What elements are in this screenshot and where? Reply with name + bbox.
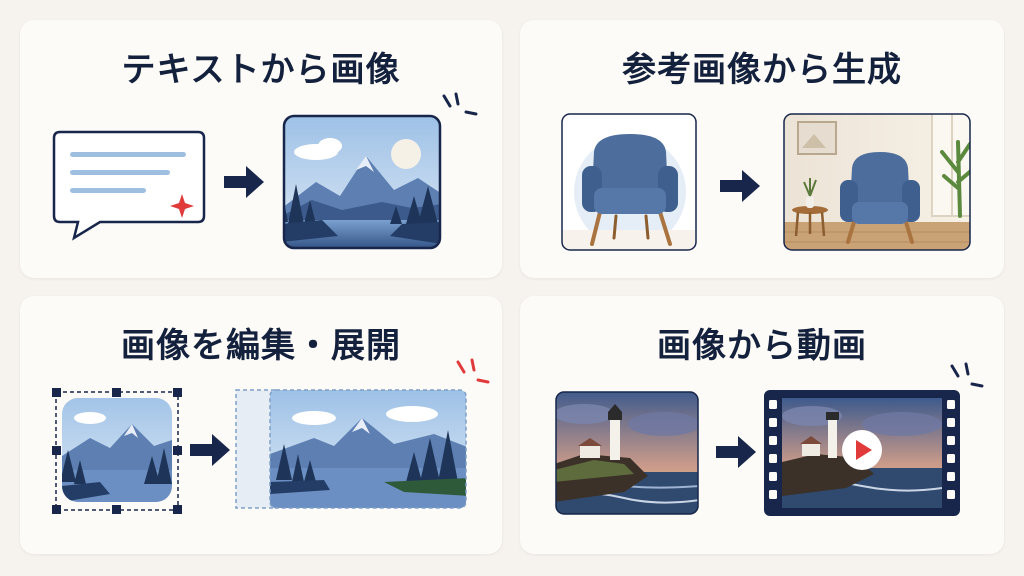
speech-bubble-icon [52,130,206,241]
reference-chair-image [561,113,697,251]
card-image-to-video: 画像から動画 [520,296,1004,554]
sparkle-lines-icon [456,358,490,384]
arrow-right-icon [720,170,760,202]
card-title: 参考画像から生成 [622,50,902,90]
sparkle-lines-icon [950,362,984,388]
mountain-landscape-image [282,114,442,250]
sparkle-lines-icon [442,92,478,116]
card-reference-to-image: 参考画像から生成 [520,20,1004,278]
card-title: 画像を編集・展開 [121,326,401,366]
card-title: テキストから画像 [121,50,401,90]
arrow-right-icon [190,434,230,466]
expanded-landscape-image [235,389,467,509]
generated-room-image [783,113,971,251]
play-icon [842,430,882,470]
card-text-to-image: テキストから画像 [20,20,502,278]
card-image-edit-expand: 画像を編集・展開 [20,296,502,554]
film-strip-icon [764,390,960,516]
card-title: 画像から動画 [657,326,867,366]
arrow-right-icon [224,166,264,198]
arrow-right-icon [716,436,756,468]
sparkle-icon [170,194,194,218]
selection-handles-icon [52,388,182,514]
lighthouse-image [555,391,699,515]
